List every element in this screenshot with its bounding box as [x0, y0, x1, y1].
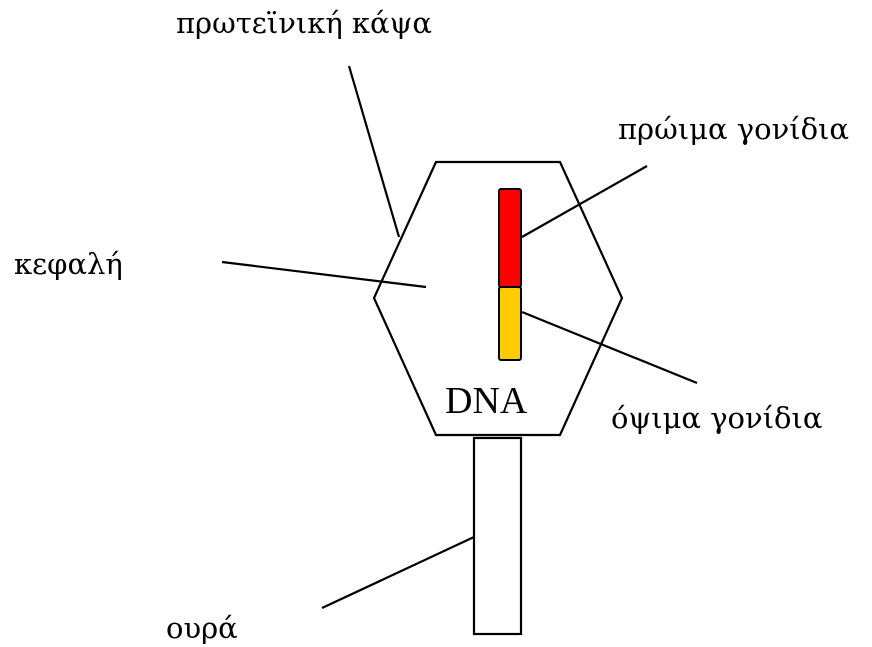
protein-capsid-label: πρωτεϊνική κάψα — [176, 6, 432, 40]
head-leader-line — [221, 260, 427, 289]
late-genes-segment — [498, 286, 522, 361]
phage-tail — [472, 436, 523, 636]
early-genes-leader-line — [521, 165, 648, 238]
early-genes-segment — [498, 188, 522, 288]
head-label: κεφαλή — [14, 247, 123, 281]
early-genes-label: πρώιμα γονίδια — [618, 112, 849, 146]
protein-capsid-leader-line — [347, 65, 401, 238]
dna-label: DNA — [445, 380, 528, 422]
tail-label: ουρά — [166, 611, 238, 645]
tail-leader-line — [321, 536, 475, 609]
late-genes-leader-line — [521, 310, 698, 385]
late-genes-label: όψιμα γονίδια — [611, 401, 822, 435]
